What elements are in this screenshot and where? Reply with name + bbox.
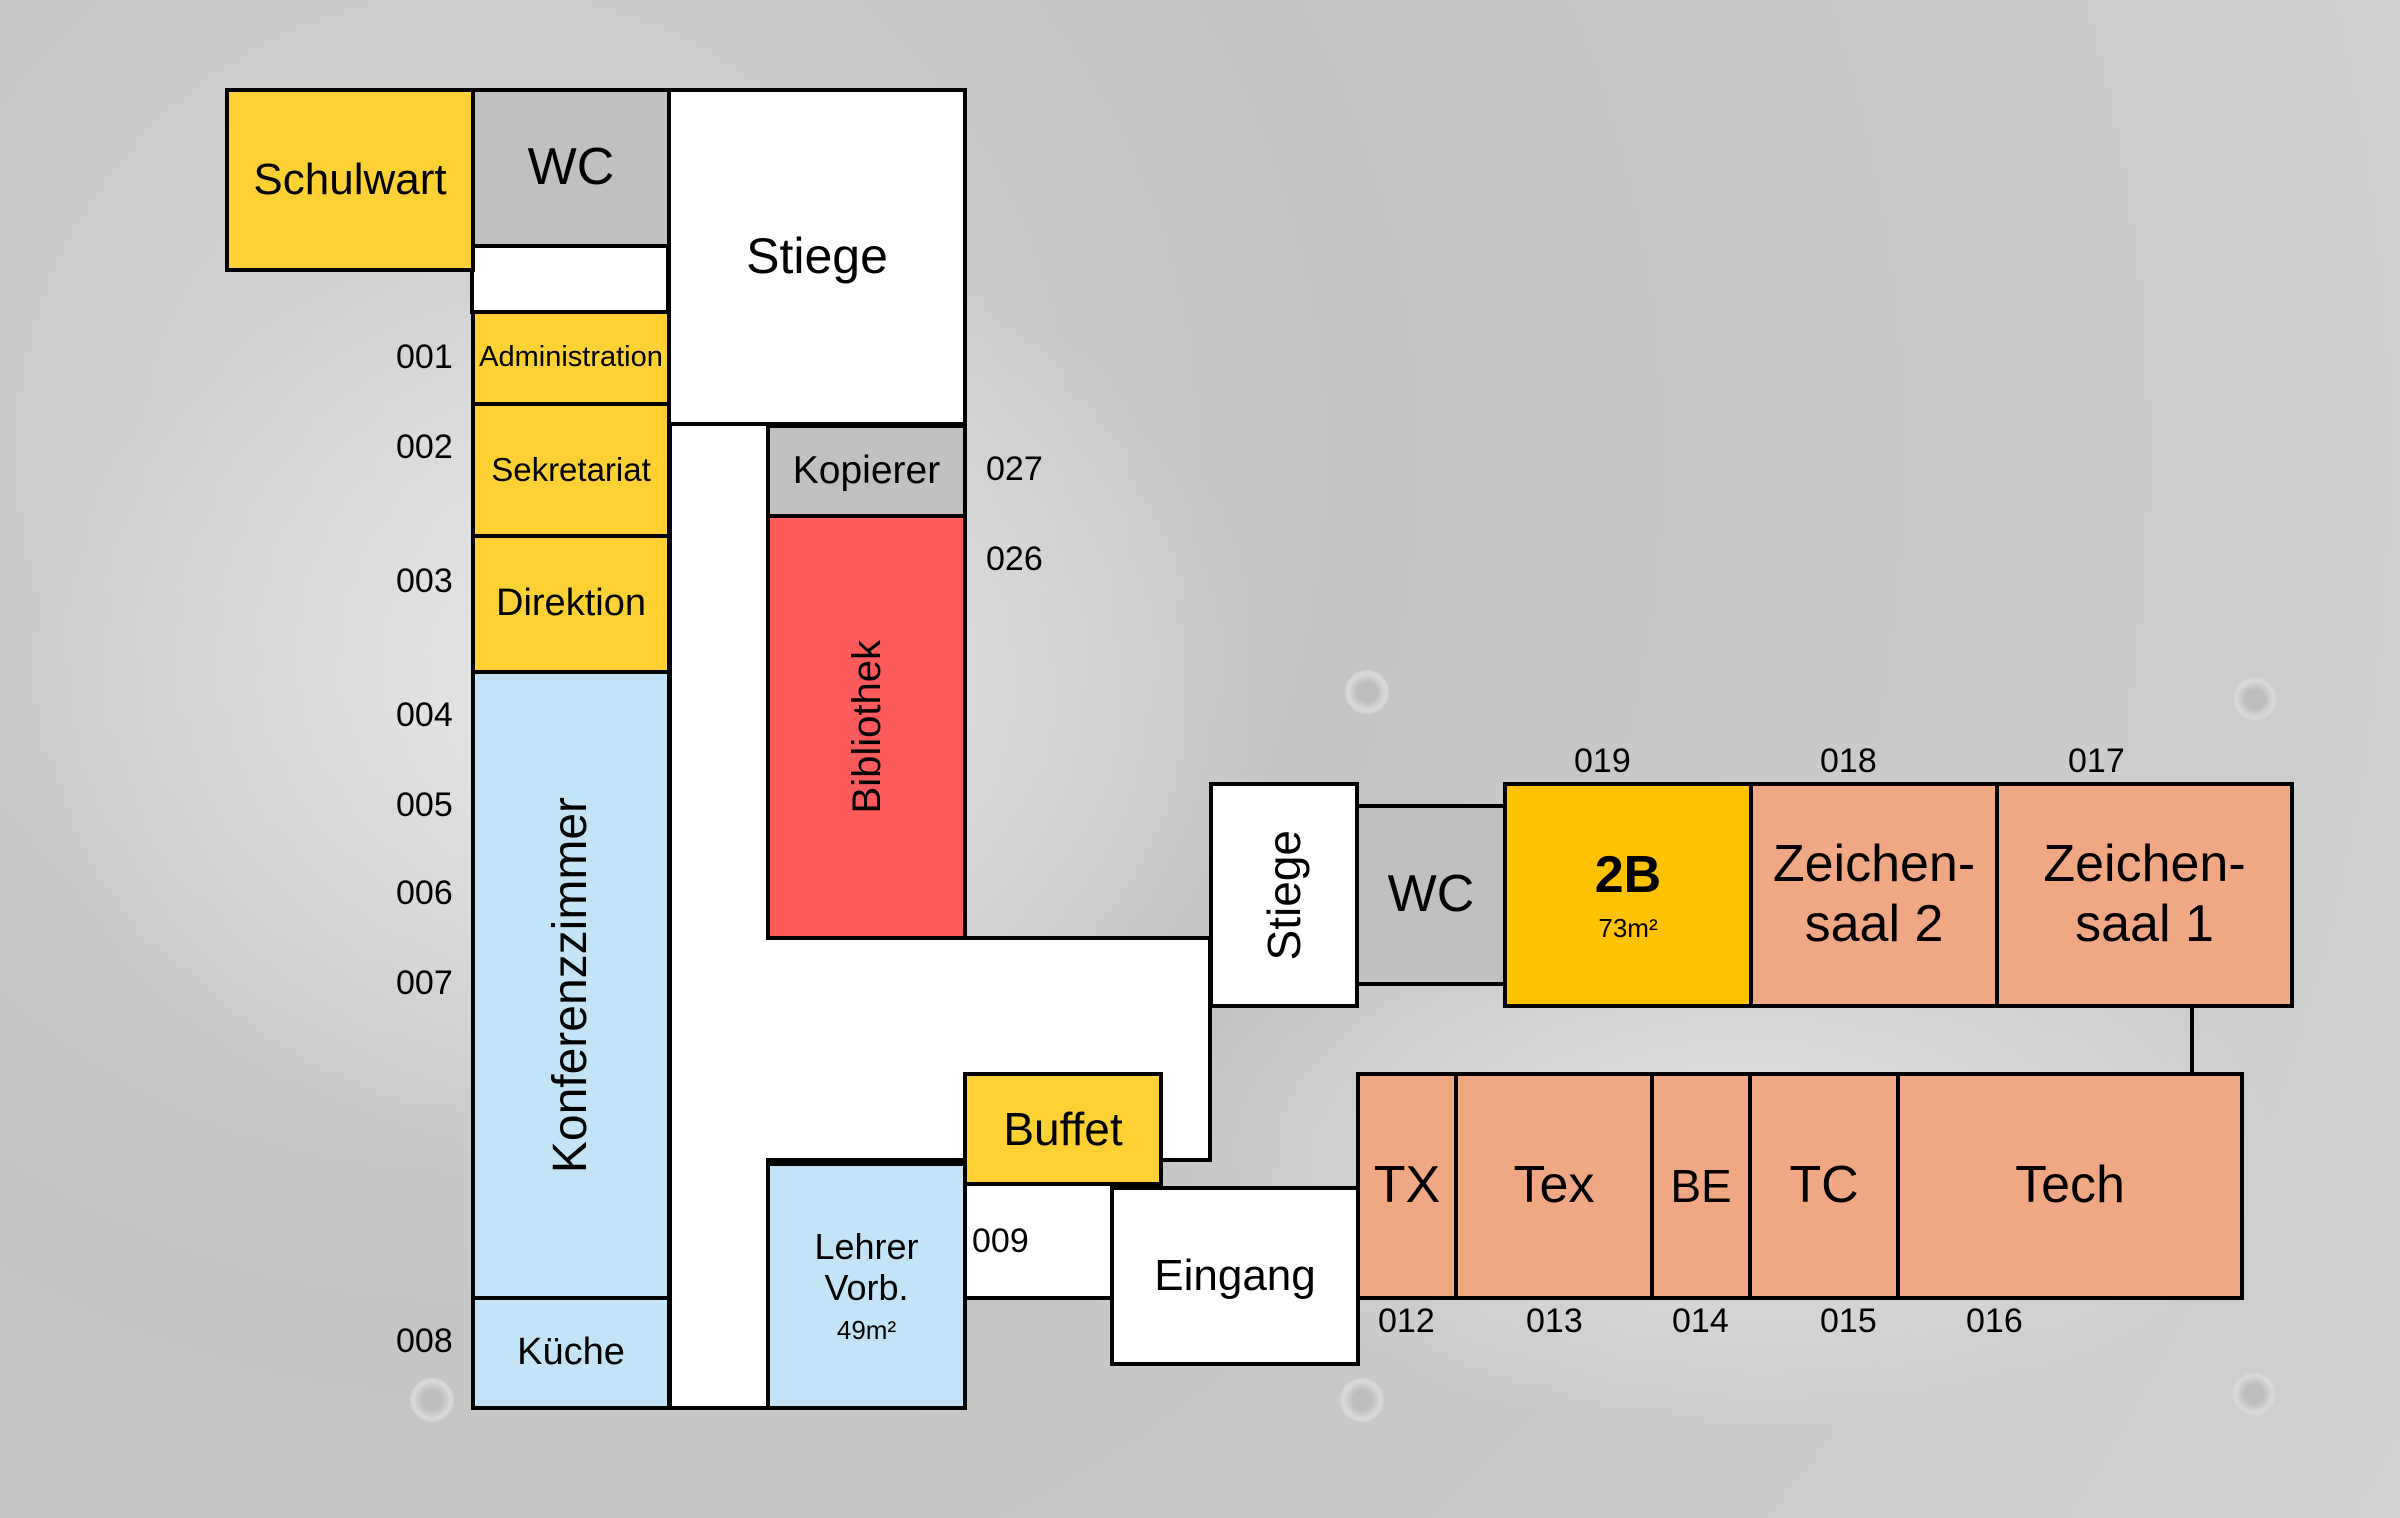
room-stiege-top[interactable]: Stiege <box>667 88 967 426</box>
room-wc-right[interactable]: WC <box>1355 804 1507 986</box>
room-number: 017 <box>2068 742 2125 780</box>
room-label: WC <box>527 138 615 197</box>
room-label: Direktion <box>496 582 646 625</box>
wall-line <box>2190 1004 2194 1076</box>
room-number: 009 <box>972 1222 1029 1260</box>
room-direktion[interactable]: Direktion <box>471 534 671 674</box>
room-number: 015 <box>1820 1302 1877 1340</box>
room-label: Vorb. <box>824 1267 909 1309</box>
room-label: Zeichen- <box>2043 835 2246 894</box>
wall-hole <box>1345 670 1389 714</box>
room-number: 012 <box>1378 1302 1435 1340</box>
room-label: Stiege <box>1257 829 1310 961</box>
room-2b[interactable]: 2B 73m² <box>1503 782 1753 1008</box>
wall-hole <box>1340 1378 1384 1422</box>
room-number: 013 <box>1526 1302 1583 1340</box>
room-kopierer[interactable]: Kopierer <box>766 424 967 518</box>
room-tex[interactable]: Tex <box>1454 1072 1654 1300</box>
room-number: 003 <box>396 562 453 600</box>
room-number: 008 <box>396 1322 453 1360</box>
wall-line <box>963 936 1213 940</box>
room-number: 026 <box>986 540 1043 578</box>
room-tech[interactable]: Tech <box>1896 1072 2244 1300</box>
room-number: 001 <box>396 338 453 376</box>
wall-line <box>963 1296 1113 1300</box>
room-label: Schulwart <box>253 154 447 204</box>
room-number: 019 <box>1574 742 1631 780</box>
room-schulwart[interactable]: Schulwart <box>225 88 475 272</box>
room-wc-left[interactable]: WC <box>471 88 671 248</box>
room-label: Tex <box>1513 1156 1595 1215</box>
room-lehrer-vorb[interactable]: Lehrer Vorb. 49m² <box>766 1162 967 1410</box>
room-label: saal 2 <box>1804 895 1944 953</box>
room-label: Zeichen- <box>1772 835 1976 894</box>
room-kueche[interactable]: Küche <box>471 1296 671 1410</box>
room-label: WC <box>1387 865 1475 924</box>
room-label: BE <box>1670 1159 1732 1212</box>
room-label: Eingang <box>1154 1250 1316 1300</box>
room-label: Küche <box>517 1331 625 1374</box>
room-label: TX <box>1373 1156 1441 1215</box>
room-sekretariat[interactable]: Sekretariat <box>471 402 671 538</box>
room-konferenzzimmer[interactable]: Konferenzzimmer <box>471 670 671 1300</box>
room-label: Lehrer <box>814 1225 919 1267</box>
wall-hole <box>410 1378 454 1422</box>
room-label: Administration <box>479 341 663 374</box>
room-label: Stiege <box>746 228 888 285</box>
room-area: 49m² <box>836 1315 897 1346</box>
room-administration[interactable]: Administration <box>471 310 671 406</box>
room-label: TC <box>1789 1156 1859 1215</box>
room-label: saal 1 <box>2075 895 2214 953</box>
room-label: Buffet <box>1003 1102 1123 1155</box>
room-label: Sekretariat <box>491 451 651 489</box>
room-buffet[interactable]: Buffet <box>963 1072 1163 1186</box>
room-number: 014 <box>1672 1302 1729 1340</box>
room-zeichensaal-1[interactable]: Zeichen- saal 1 <box>1995 782 2294 1008</box>
wall-hole <box>2232 1372 2276 1416</box>
room-label: 2B <box>1594 846 1662 905</box>
room-area: 73m² <box>1598 912 1658 943</box>
corridor-left[interactable] <box>668 422 770 1410</box>
room-label: Konferenzzimmer <box>544 796 598 1174</box>
room-number: 004 <box>396 696 453 734</box>
room-be[interactable]: BE <box>1650 1072 1752 1300</box>
room-eingang[interactable]: Eingang <box>1110 1186 1360 1366</box>
room-zeichensaal-2[interactable]: Zeichen- saal 2 <box>1749 782 1999 1008</box>
room-label: Bibliothek <box>844 640 889 814</box>
room-label: Kopierer <box>792 448 941 492</box>
room-stiege-right[interactable]: Stiege <box>1209 782 1359 1008</box>
room-number: 005 <box>396 786 453 824</box>
room-tx[interactable]: TX <box>1356 1072 1458 1300</box>
room-number: 006 <box>396 874 453 912</box>
room-label: Tech <box>2015 1156 2125 1215</box>
room-tc[interactable]: TC <box>1748 1072 1900 1300</box>
corridor-landing[interactable] <box>470 244 670 314</box>
room-number: 002 <box>396 428 453 466</box>
room-number: 016 <box>1966 1302 2023 1340</box>
wall-hole <box>2233 677 2277 721</box>
room-number: 018 <box>1820 742 1877 780</box>
room-number: 027 <box>986 450 1043 488</box>
room-number: 007 <box>396 964 453 1002</box>
room-bibliothek[interactable]: Bibliothek <box>766 514 967 940</box>
